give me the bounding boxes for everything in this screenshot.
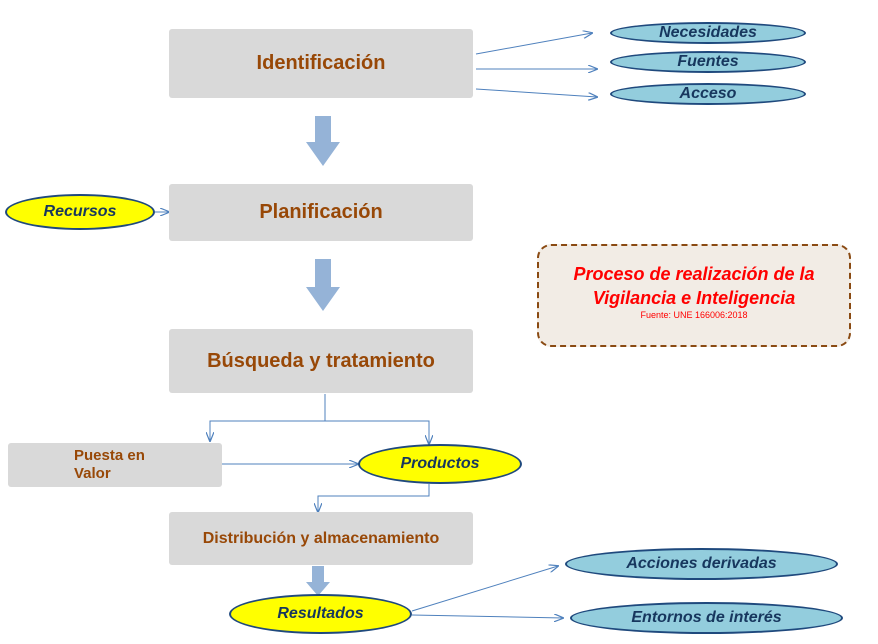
oval-fuentes: Fuentes: [610, 51, 806, 73]
oval-recursos: Recursos: [5, 194, 155, 230]
step-puesta-en-valor: Puesta en Valor: [8, 443, 222, 487]
process-note: Proceso de realización de la Vigilancia …: [537, 244, 851, 347]
step-identificacion-label: Identificación: [256, 52, 386, 74]
oval-entornos-label: Entornos de interés: [631, 609, 782, 626]
note-source: Fuente: UNE 166006:2018: [640, 310, 748, 320]
step-busqueda-label: Búsqueda y tratamiento: [207, 349, 435, 372]
oval-acciones-label: Acciones derivadas: [626, 555, 777, 572]
oval-necesidades: Necesidades: [610, 22, 806, 44]
oval-necesidades-label: Necesidades: [659, 24, 757, 41]
down-arrow-icon: [306, 566, 330, 596]
connector-busqueda-split: [210, 394, 326, 441]
oval-acceso-label: Acceso: [679, 85, 737, 102]
oval-resultados: Resultados: [229, 594, 412, 634]
oval-acciones-derivadas: Acciones derivadas: [565, 548, 838, 580]
connector-busqueda-productos: [325, 420, 429, 444]
oval-productos-label: Productos: [400, 455, 480, 472]
connector-resultados-entornos: [411, 615, 563, 618]
oval-entornos-de-interes: Entornos de interés: [570, 602, 843, 634]
note-title-line2: Vigilancia e Inteligencia: [592, 288, 796, 308]
down-arrow-icon: [306, 116, 340, 166]
connector-identificacion-acceso: [475, 88, 597, 97]
oval-fuentes-label: Fuentes: [677, 53, 739, 70]
step-distribucion-label: Distribución y almacenamiento: [202, 529, 440, 547]
step-puesta-label-line2: Valor: [74, 465, 111, 482]
step-planificacion-label: Planificación: [259, 201, 383, 223]
oval-productos: Productos: [358, 444, 522, 484]
step-puesta-label-line1: Puesta en: [74, 447, 145, 464]
oval-resultados-label: Resultados: [277, 605, 364, 622]
step-busqueda: Búsqueda y tratamiento: [169, 329, 473, 393]
step-distribucion: Distribución y almacenamiento: [169, 512, 473, 565]
down-arrow-icon: [306, 259, 340, 311]
step-identificacion: Identificación: [169, 29, 473, 98]
oval-acceso: Acceso: [610, 83, 806, 105]
connector-productos-distribucion: [318, 484, 430, 512]
step-planificacion: Planificación: [169, 184, 473, 241]
connector-resultados-acciones: [411, 566, 558, 612]
note-title-line1: Proceso de realización de la: [573, 264, 815, 284]
oval-recursos-label: Recursos: [43, 203, 117, 220]
connector-identificacion-necesidades: [475, 33, 592, 55]
